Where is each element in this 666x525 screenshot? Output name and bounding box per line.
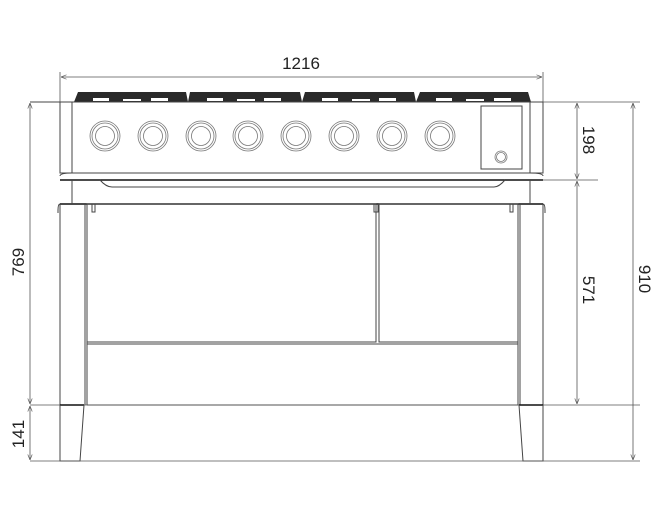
oven-height-label: 571 [579,276,598,304]
control-panel-height-label: 198 [579,126,598,154]
left-dimensions: 769 141 [9,103,30,460]
knob-icon [376,120,408,152]
width-label: 1216 [282,54,320,73]
right-oven-door [378,203,519,343]
knob-icon [280,120,312,152]
legs [30,404,640,462]
oven-body [59,203,544,406]
oven-handle-rail [57,172,598,213]
right-dimensions: 198 571 910 [577,103,654,460]
left-oven-door [86,203,377,343]
control-knobs [89,120,456,152]
knob-icon [89,120,121,152]
right-leg [518,404,544,462]
knob-icon [424,120,456,152]
display-panel [480,105,523,170]
left-leg [59,404,85,462]
leg-height-label: 141 [9,420,28,448]
body-height-label: 769 [9,248,28,276]
knob-icon [185,120,217,152]
total-height-label: 910 [635,265,654,293]
width-dimension: 1216 [59,54,544,104]
knob-icon [137,120,169,152]
knob-icon [232,120,264,152]
knob-icon [328,120,360,152]
burner-grates [74,92,531,102]
